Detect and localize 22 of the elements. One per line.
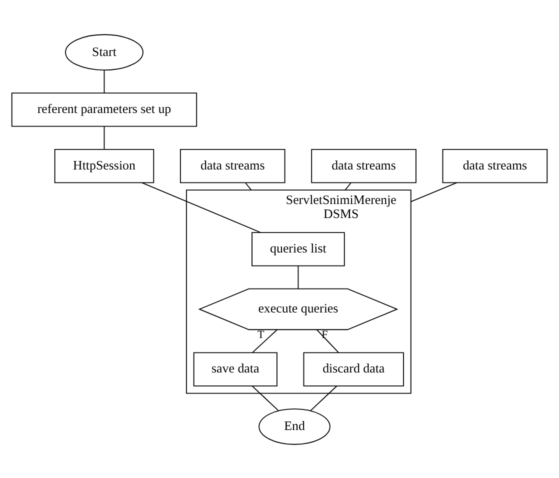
node-box: data streams [180, 148, 286, 183]
node-box: data streams [442, 148, 548, 183]
edge-label: T [257, 328, 264, 341]
connector [252, 385, 280, 411]
node-box: discard data [303, 352, 404, 386]
node-ellipse: End [258, 408, 330, 444]
connector [104, 69, 105, 93]
connector [252, 328, 278, 353]
node-ellipse: Start [65, 34, 144, 70]
node-box: save data [193, 352, 278, 386]
connector [344, 182, 352, 190]
connector [316, 328, 340, 353]
connector [310, 385, 338, 411]
connector [298, 265, 299, 289]
connector [141, 182, 262, 232]
connector [104, 125, 105, 150]
connector [410, 182, 458, 202]
node-box: data streams [311, 148, 416, 183]
node-box: referent parameters set up [11, 92, 198, 126]
connector [245, 182, 252, 190]
node-box: HttpSession [54, 148, 154, 183]
node-box: queries list [252, 232, 345, 266]
